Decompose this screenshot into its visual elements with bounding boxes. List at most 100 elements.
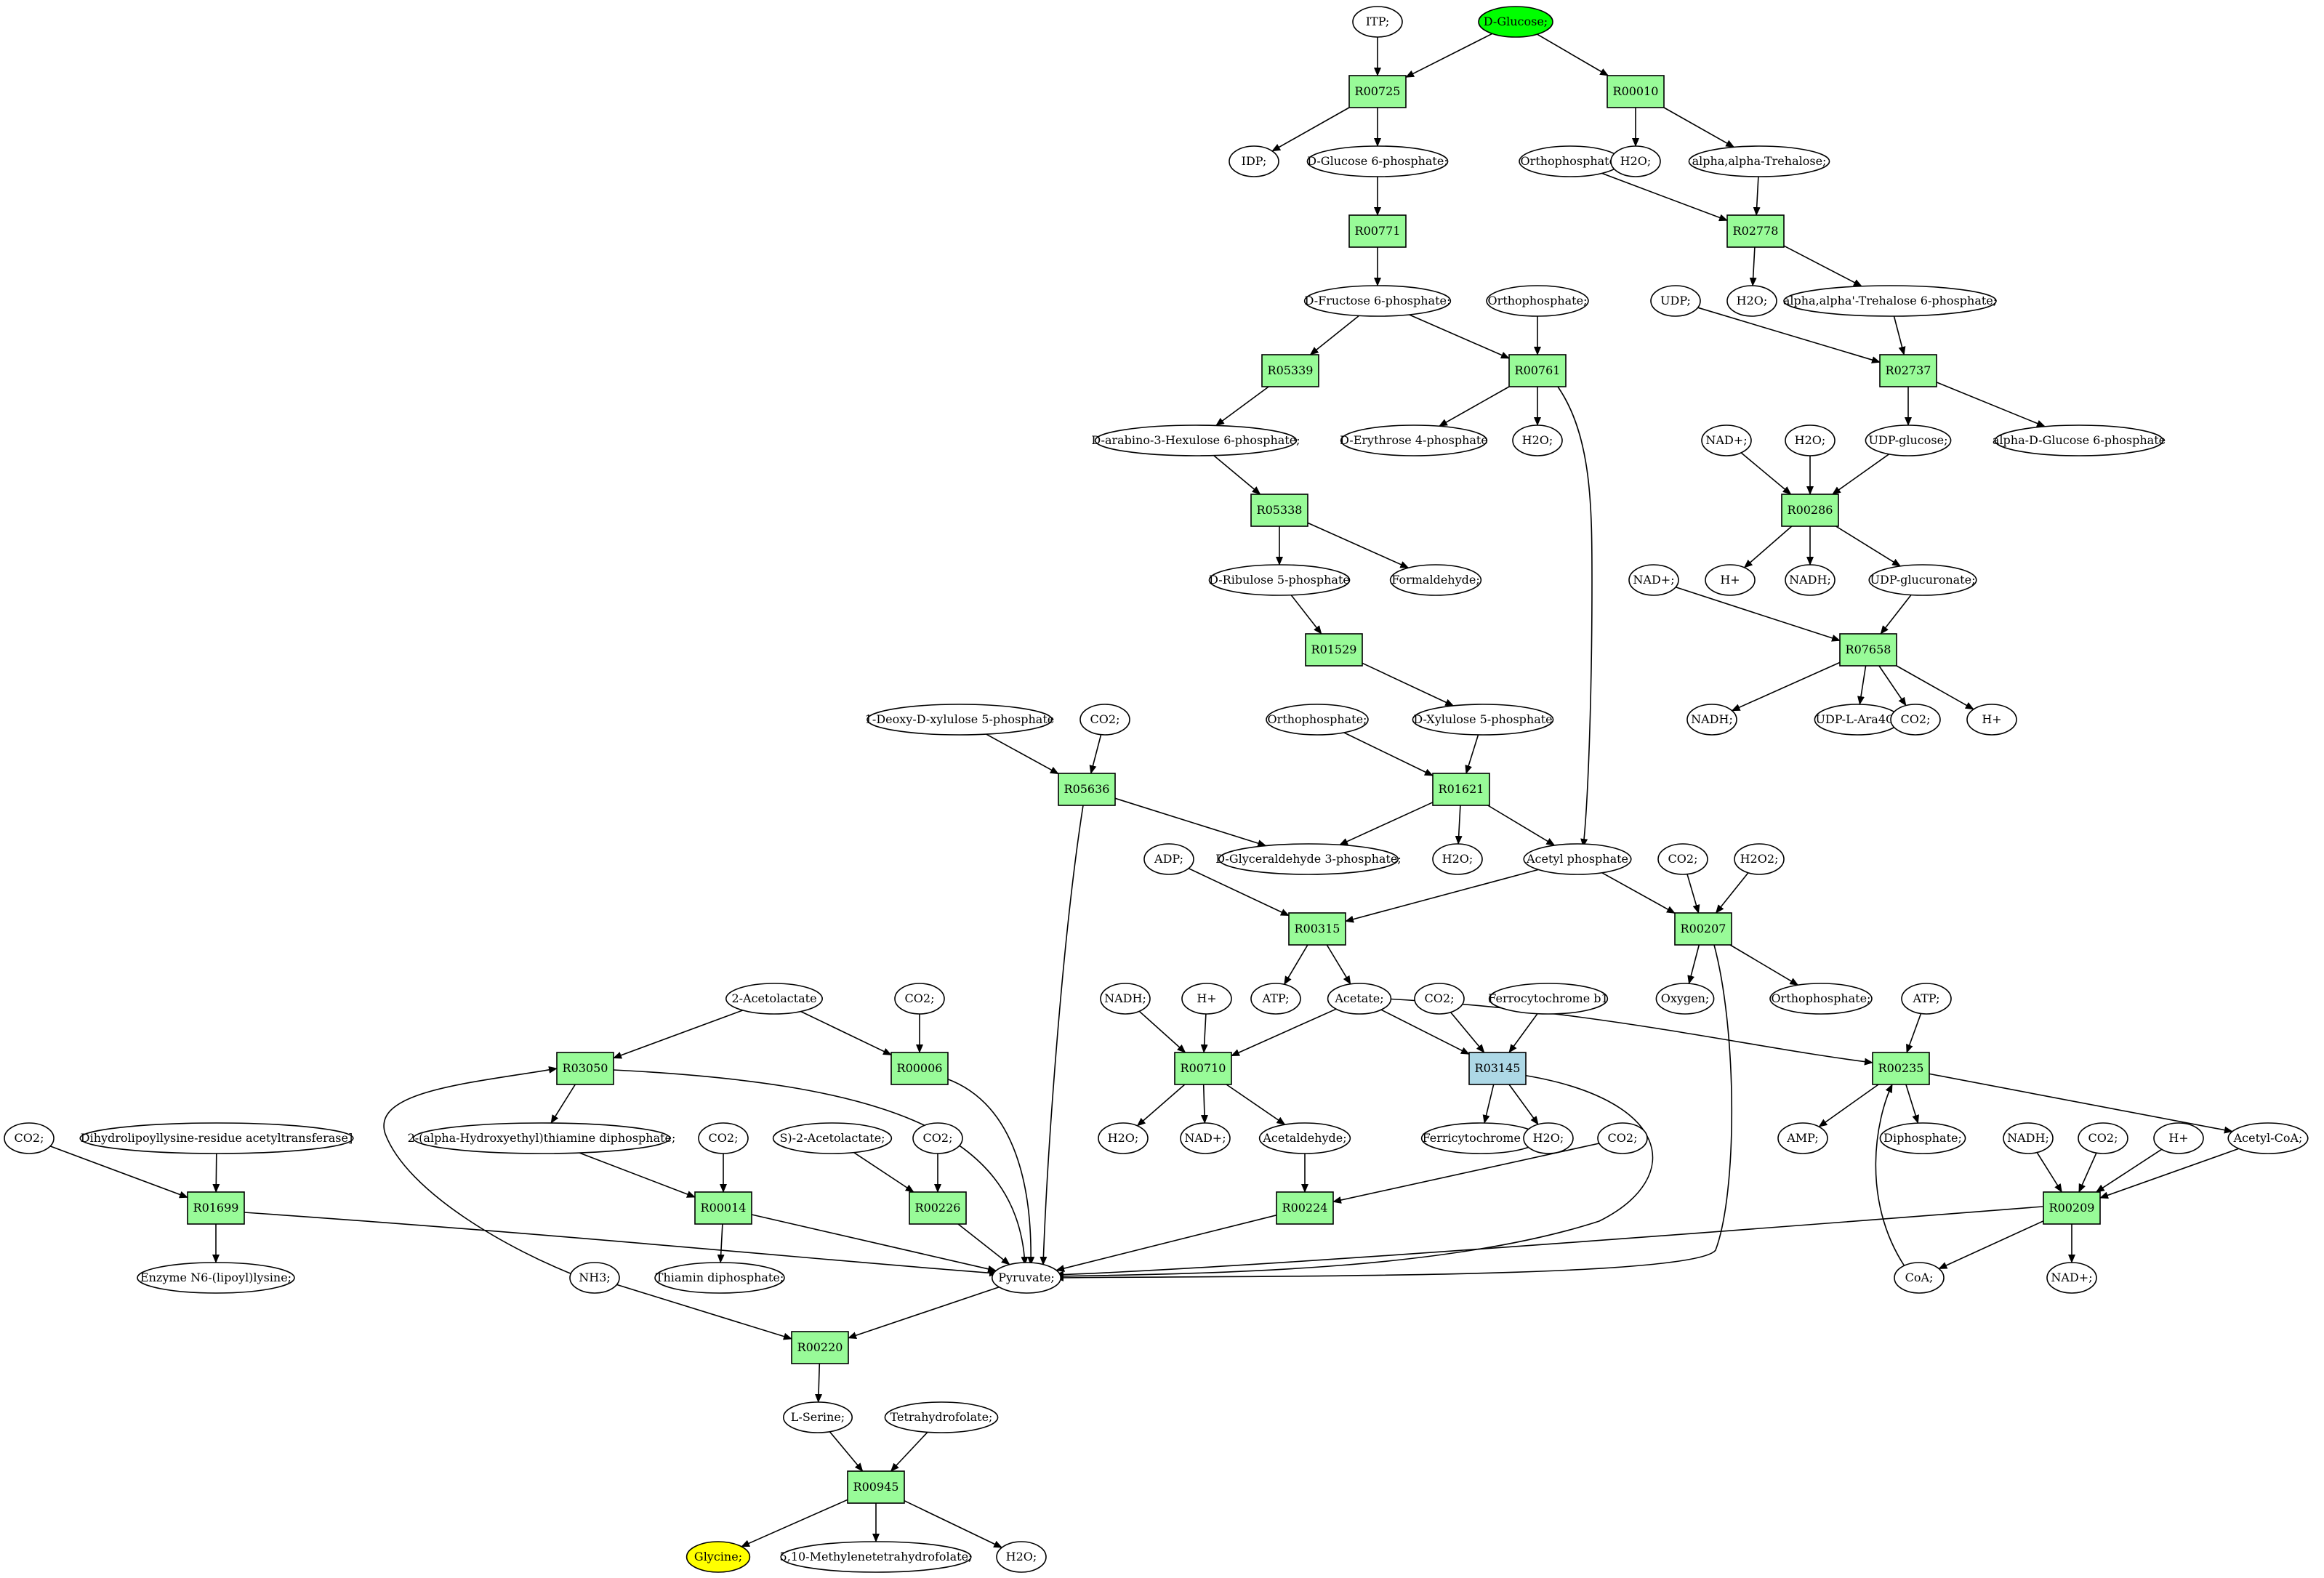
compound-node-arabino[interactable]: D-arabino-3-Hexulose 6-phosphate; — [1091, 424, 1300, 456]
reaction-node-r00771[interactable]: R00771 — [1348, 214, 1407, 248]
reaction-node-r00224[interactable]: R00224 — [1276, 1191, 1334, 1225]
compound-node-h2o_a[interactable]: H2O; — [1610, 145, 1661, 177]
reaction-node-r00006[interactable]: R00006 — [890, 1052, 949, 1085]
compound-node-co2_e[interactable]: CO2; — [1414, 983, 1465, 1015]
compound-node-g6p[interactable]: D-Glucose 6-phosphate; — [1306, 145, 1449, 177]
compound-node-x5p[interactable]: D-Xylulose 5-phosphate — [1412, 704, 1554, 736]
reaction-node-r00226[interactable]: R00226 — [909, 1191, 967, 1225]
compound-node-thpp[interactable]: Thiamin diphosphate; — [654, 1262, 785, 1294]
compound-node-dihydro[interactable]: Dihydrolipoyllysine-residue acetyltransf… — [79, 1122, 354, 1154]
compound-node-sacetolactate[interactable]: S)-2-Acetolactate; — [772, 1122, 893, 1154]
reaction-node-r00209[interactable]: R00209 — [2043, 1191, 2101, 1225]
compound-node-pi3[interactable]: Orthophosphate; — [1266, 704, 1369, 736]
compound-node-acetaldehyde[interactable]: Acetaldehyde; — [1258, 1122, 1351, 1154]
compound-node-dglucose[interactable]: D-Glucose; — [1478, 6, 1553, 38]
reaction-node-r00286[interactable]: R00286 — [1781, 494, 1839, 527]
reaction-node-r00235[interactable]: R00235 — [1872, 1052, 1930, 1085]
compound-node-nh3[interactable]: NH3; — [569, 1262, 620, 1294]
compound-node-tre6p[interactable]: alpha,alpha'-Trehalose 6-phosphate; — [1783, 285, 1997, 317]
compound-node-acetolactate[interactable]: 2-Acetolactate — [725, 983, 823, 1015]
compound-node-h2o_f[interactable]: H2O; — [1098, 1122, 1149, 1154]
compound-node-e4p[interactable]: D-Erythrose 4-phosphate — [1340, 424, 1488, 456]
compound-node-thf[interactable]: Tetrahydrofolate; — [884, 1401, 999, 1433]
compound-node-coa[interactable]: CoA; — [1894, 1262, 1945, 1294]
compound-node-hplus_c[interactable]: H+ — [1181, 983, 1232, 1015]
compound-node-h2o_b[interactable]: H2O; — [1726, 285, 1777, 317]
compound-node-co2_j[interactable]: CO2; — [2078, 1122, 2128, 1154]
reaction-node-r03050[interactable]: R03050 — [556, 1052, 614, 1085]
reaction-node-r02737[interactable]: R02737 — [1879, 354, 1937, 387]
compound-node-nadp_c[interactable]: NAD+; — [1180, 1122, 1231, 1154]
compound-node-ag1p[interactable]: alpha-D-Glucose 6-phosphate — [1993, 424, 2166, 456]
reaction-node-r00315[interactable]: R00315 — [1288, 912, 1346, 946]
compound-node-h2o2[interactable]: H2O2; — [1734, 843, 1785, 875]
compound-node-nadp_d[interactable]: NAD+; — [2046, 1262, 2097, 1294]
compound-node-glycine[interactable]: Glycine; — [685, 1541, 751, 1573]
compound-node-ppi[interactable]: Diphosphate; — [1879, 1122, 1966, 1154]
compound-node-accoa[interactable]: Acetyl-CoA; — [2227, 1122, 2309, 1154]
reaction-node-r01529[interactable]: R01529 — [1305, 633, 1363, 667]
reaction-node-r00207[interactable]: R00207 — [1674, 912, 1732, 946]
reaction-node-r05339[interactable]: R05339 — [1261, 354, 1319, 387]
reaction-node-r00761[interactable]: R00761 — [1508, 354, 1567, 387]
compound-node-itp[interactable]: ITP; — [1352, 6, 1403, 38]
reaction-node-r05338[interactable]: R05338 — [1250, 494, 1308, 527]
compound-node-nadp_b[interactable]: NAD+; — [1628, 564, 1679, 596]
compound-node-h2o_g[interactable]: H2O; — [1523, 1122, 1574, 1154]
compound-node-pyruvate[interactable]: Pyruvate; — [992, 1262, 1062, 1294]
compound-node-oxygen[interactable]: Oxygen; — [1655, 983, 1715, 1015]
compound-node-pi2[interactable]: Orthophosphate; — [1486, 285, 1589, 317]
compound-node-idp[interactable]: IDP; — [1229, 145, 1279, 177]
compound-node-nadh_b[interactable]: NADH; — [1686, 704, 1737, 736]
compound-node-h2o_h[interactable]: H2O; — [996, 1541, 1047, 1573]
reaction-node-r00725[interactable]: R00725 — [1348, 75, 1407, 108]
compound-node-acetate[interactable]: Acetate; — [1327, 983, 1392, 1015]
compound-node-hplus_b[interactable]: H+ — [1966, 704, 2017, 736]
compound-node-serine[interactable]: L-Serine; — [783, 1401, 853, 1433]
compound-node-enzlip[interactable]: Enzyme N6-(lipoyl)lysine; — [137, 1262, 295, 1294]
compound-node-hplus_a[interactable]: H+ — [1705, 564, 1756, 596]
compound-node-nadh_a[interactable]: NADH; — [1785, 564, 1836, 596]
compound-node-pi4[interactable]: Orthophosphate; — [1769, 983, 1873, 1015]
compound-node-acp[interactable]: Acetyl phosphate — [1523, 843, 1632, 875]
compound-node-h2o_e[interactable]: H2O; — [1432, 843, 1483, 875]
compound-node-co2_f[interactable]: CO2; — [4, 1122, 55, 1154]
compound-node-h2o_d[interactable]: H2O; — [1785, 424, 1836, 456]
compound-node-atp_b[interactable]: ATP; — [1901, 983, 1952, 1015]
compound-node-amp[interactable]: AMP; — [1777, 1122, 1828, 1154]
compound-node-udpara[interactable]: UDP-L-Ara4O; — [1814, 704, 1901, 736]
compound-node-formaldehyde[interactable]: Formaldehyde; — [1389, 564, 1482, 596]
compound-node-fcicb1[interactable]: Ferricytochrome b1 — [1420, 1122, 1541, 1154]
reaction-node-r01621[interactable]: R01621 — [1432, 773, 1490, 806]
compound-node-nadh_c[interactable]: NADH; — [1100, 983, 1151, 1015]
compound-node-co2_b[interactable]: CO2; — [1079, 704, 1130, 736]
reaction-node-r00220[interactable]: R00220 — [791, 1331, 849, 1364]
reaction-node-r00945[interactable]: R00945 — [847, 1470, 905, 1504]
compound-node-adp[interactable]: ADP; — [1143, 843, 1194, 875]
compound-node-ru5p[interactable]: D-Ribulose 5-phosphate — [1208, 564, 1351, 596]
compound-node-co2_c[interactable]: CO2; — [1657, 843, 1708, 875]
reaction-node-r00010[interactable]: R00010 — [1607, 75, 1665, 108]
reaction-node-r03145[interactable]: R03145 — [1468, 1052, 1527, 1085]
compound-node-trehalose[interactable]: alpha,alpha-Trehalose; — [1688, 145, 1830, 177]
compound-node-co2_h[interactable]: CO2; — [912, 1122, 963, 1154]
compound-node-dxp[interactable]: 1-Deoxy-D-xylulose 5-phosphate — [865, 704, 1054, 736]
compound-node-co2_d[interactable]: CO2; — [894, 983, 945, 1015]
compound-node-co2_a[interactable]: CO2; — [1890, 704, 1941, 736]
compound-node-gap[interactable]: D-Glyceraldehyde 3-phosphate; — [1215, 843, 1402, 875]
compound-node-h2o_c[interactable]: H2O; — [1512, 424, 1563, 456]
compound-node-udpglcA[interactable]: UDP-glucuronate; — [1868, 564, 1977, 596]
compound-node-nadh_d[interactable]: NADH; — [2003, 1122, 2054, 1154]
compound-node-co2_g[interactable]: CO2; — [698, 1122, 749, 1154]
compound-node-atp_a[interactable]: ATP; — [1250, 983, 1301, 1015]
reaction-node-r01699[interactable]: R01699 — [187, 1191, 245, 1225]
reaction-node-r00710[interactable]: R00710 — [1174, 1052, 1232, 1085]
compound-node-hethpp[interactable]: 2-(alpha-Hydroxyethyl)thiamine diphospha… — [408, 1122, 676, 1154]
compound-node-f6p[interactable]: D-Fructose 6-phosphate; — [1303, 285, 1452, 317]
compound-node-hplus_d[interactable]: H+ — [2153, 1122, 2204, 1154]
compound-node-co2_i[interactable]: CO2; — [1597, 1122, 1648, 1154]
reaction-node-r00014[interactable]: R00014 — [694, 1191, 752, 1225]
compound-node-nadp_a[interactable]: NAD+; — [1701, 424, 1752, 456]
compound-node-udp[interactable]: UDP; — [1650, 285, 1701, 317]
compound-node-pi1[interactable]: Orthophosphate; — [1519, 145, 1622, 177]
